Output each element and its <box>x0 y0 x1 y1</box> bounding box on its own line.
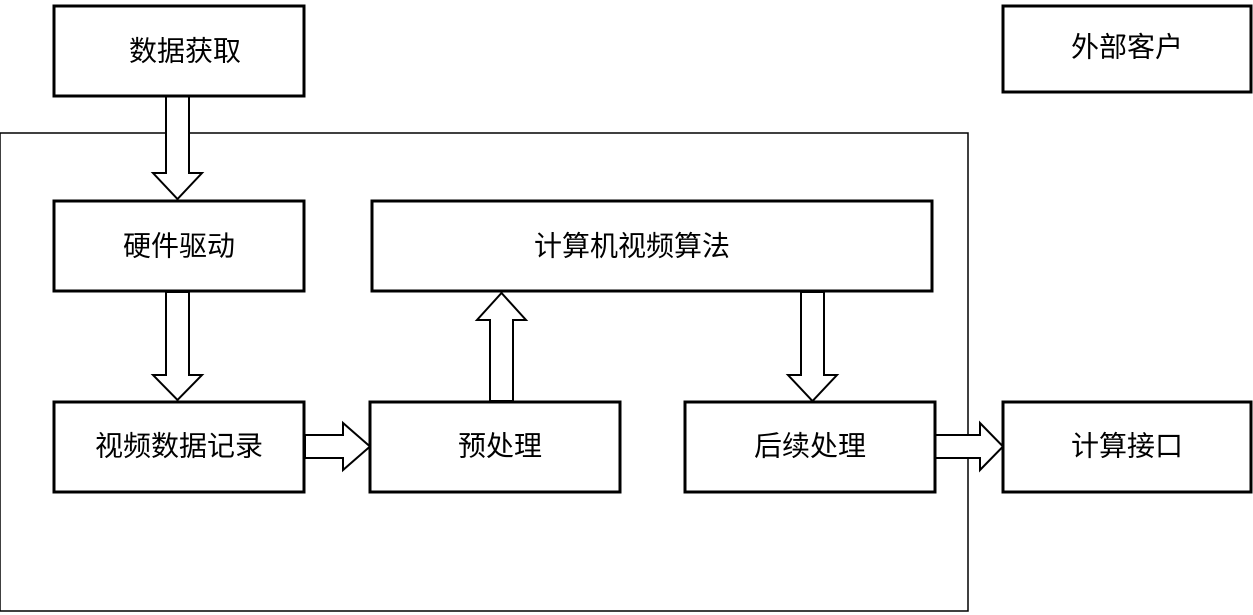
node-post-processing-label: 后续处理 <box>754 430 866 463</box>
node-data-acquisition: 数据获取 <box>52 4 306 98</box>
node-post-processing: 后续处理 <box>683 400 937 494</box>
node-computer-vision-algorithm-label: 计算机视频算法 <box>534 230 730 263</box>
node-computing-interface: 计算接口 <box>1001 400 1253 494</box>
arrow-algorithm-to-postprocessing <box>785 291 840 403</box>
arrow-recording-to-preprocessing <box>304 420 372 473</box>
node-external-client-label: 外部客户 <box>1071 31 1183 64</box>
arrow-preprocessing-to-algorithm <box>474 291 529 402</box>
system-boundary <box>0 132 969 612</box>
node-video-data-recording-label: 视频数据记录 <box>95 430 263 463</box>
node-external-client: 外部客户 <box>1001 4 1253 94</box>
arrow-acquisition-to-driver <box>150 95 205 201</box>
arrow-postprocessing-to-interface <box>934 420 1005 473</box>
node-data-acquisition-label: 数据获取 <box>129 35 241 68</box>
node-computer-vision-algorithm: 计算机视频算法 <box>370 199 934 293</box>
node-computing-interface-label: 计算接口 <box>1071 430 1183 463</box>
node-video-data-recording: 视频数据记录 <box>52 400 306 494</box>
node-hardware-driver-label: 硬件驱动 <box>123 230 235 263</box>
node-preprocessing-label: 预处理 <box>458 430 542 463</box>
arrow-driver-to-recording <box>150 291 205 402</box>
node-preprocessing: 预处理 <box>368 400 622 494</box>
node-hardware-driver: 硬件驱动 <box>52 199 306 293</box>
